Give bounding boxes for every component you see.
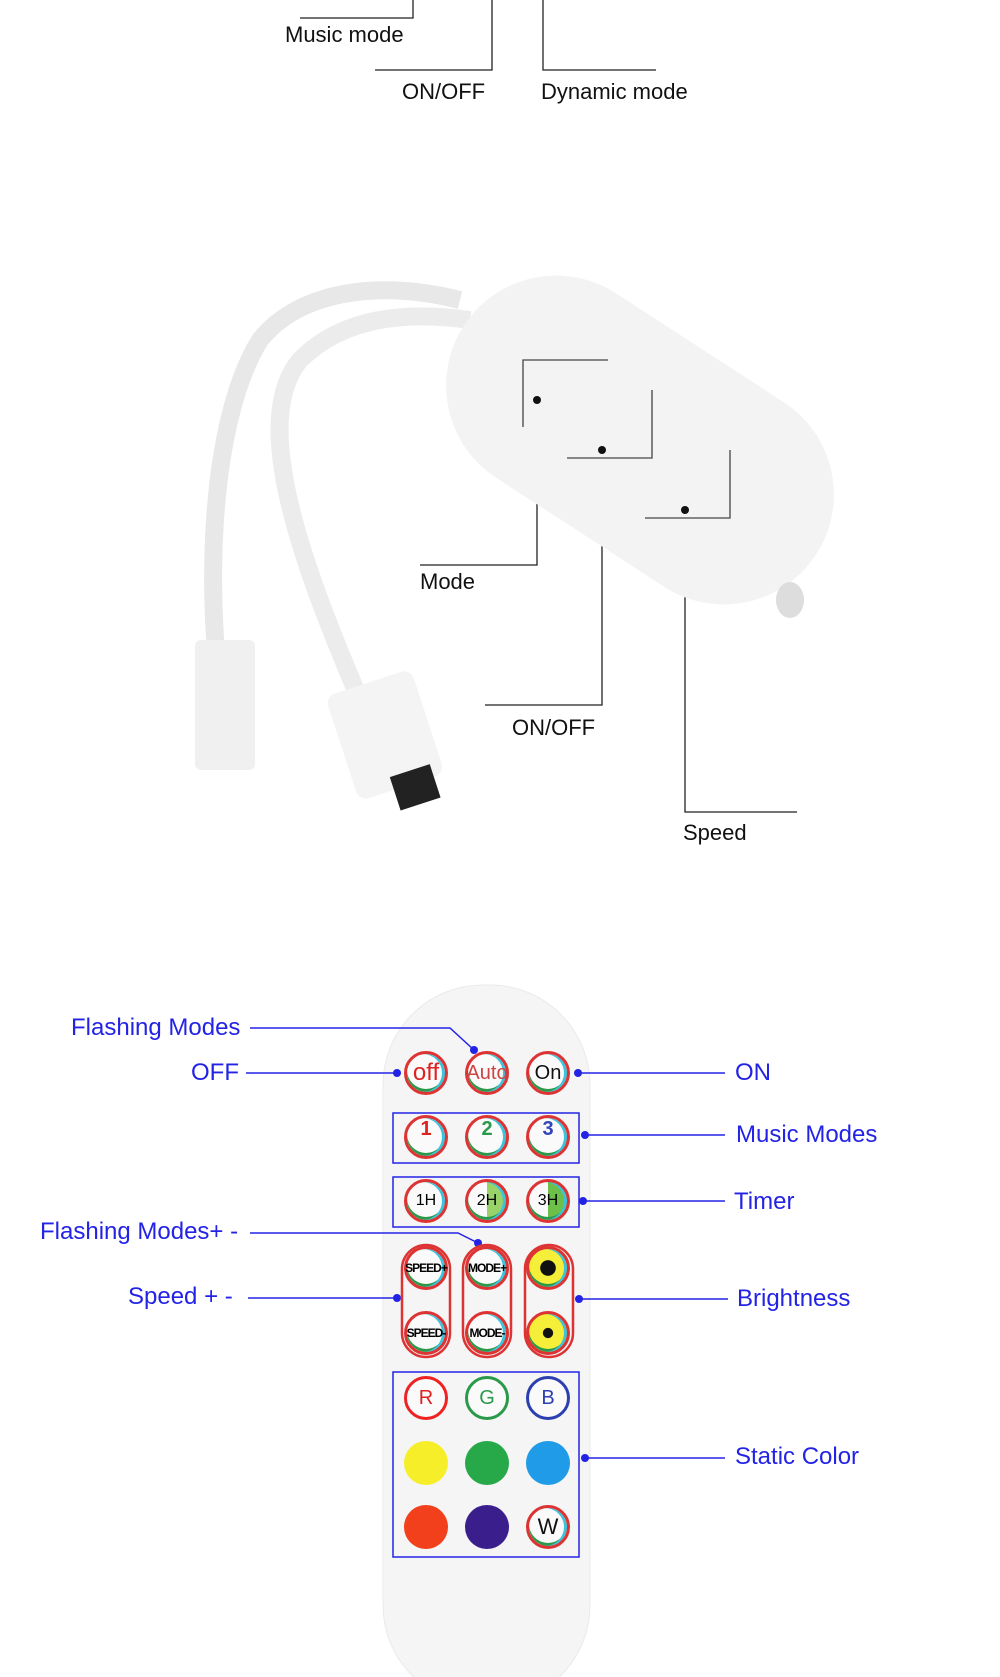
white-button[interactable]: W: [526, 1505, 570, 1549]
timer-1h-button[interactable]: 1H: [404, 1179, 448, 1223]
music-mode-3-button[interactable]: 3: [526, 1115, 570, 1159]
speed-minus-button[interactable]: SPEED-: [404, 1311, 448, 1355]
label-mode: Mode: [420, 569, 476, 594]
mode-plus-button[interactable]: MODE+: [465, 1246, 509, 1290]
label-music-modes: Music Modes: [736, 1121, 878, 1148]
timer-2h-button[interactable]: 2H: [465, 1179, 509, 1223]
label-flashing-modes: Flashing Modes: [71, 1014, 241, 1041]
label-brightness: Brightness: [737, 1285, 851, 1312]
green-solid-button[interactable]: [465, 1441, 509, 1485]
label-speed: Speed: [683, 820, 747, 845]
light-blue-button[interactable]: [526, 1441, 570, 1485]
label-on: ON: [735, 1059, 771, 1086]
orange-red-button[interactable]: [404, 1505, 448, 1549]
on-button[interactable]: On: [526, 1051, 570, 1095]
label-on-off-top: ON/OFF: [402, 79, 486, 104]
timer-3h-button[interactable]: 3H: [526, 1179, 570, 1223]
label-dynamic-mode: Dynamic mode: [541, 79, 688, 104]
label-flashing-modes-plus-minus: Flashing Modes+ -: [40, 1218, 239, 1245]
label-static-color: Static Color: [735, 1443, 860, 1470]
music-mode-2-button[interactable]: 2: [465, 1115, 509, 1159]
label-timer: Timer: [734, 1188, 795, 1215]
brightness-down-button[interactable]: [526, 1311, 570, 1355]
off-button[interactable]: off: [404, 1051, 448, 1095]
label-off: OFF: [191, 1059, 239, 1086]
label-on-off: ON/OFF: [512, 715, 596, 740]
yellow-button[interactable]: [404, 1441, 448, 1485]
label-speed-plus-minus: Speed + -: [128, 1283, 233, 1310]
controller-device: [195, 275, 834, 811]
purple-button[interactable]: [465, 1505, 509, 1549]
green-button[interactable]: G: [465, 1376, 509, 1420]
blue-button[interactable]: B: [526, 1376, 570, 1420]
music-mode-1-button[interactable]: 1: [404, 1115, 448, 1159]
red-button[interactable]: R: [404, 1376, 448, 1420]
mode-minus-button[interactable]: MODE-: [465, 1311, 509, 1355]
speed-plus-button[interactable]: SPEED+: [404, 1246, 448, 1290]
auto-button[interactable]: Auto: [465, 1051, 509, 1095]
label-music-mode: Music mode: [285, 22, 404, 47]
brightness-up-button[interactable]: [526, 1246, 570, 1290]
